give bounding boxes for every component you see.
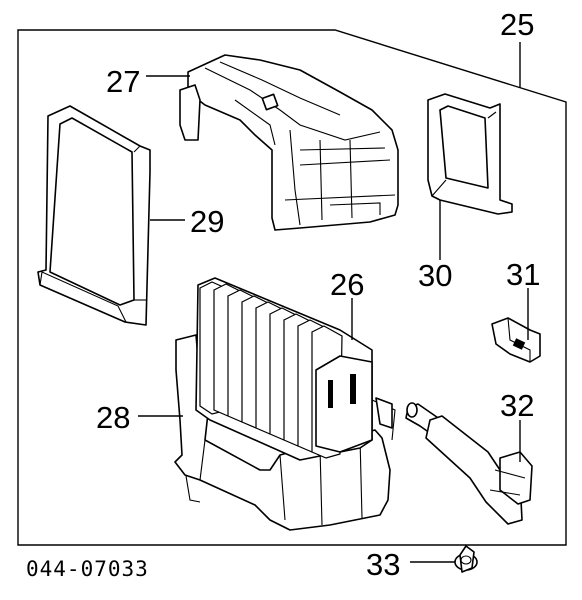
part-28-lower-case	[174, 334, 396, 531]
assembly-boundary	[17, 29, 567, 546]
part-33-clip	[454, 545, 478, 573]
leader-lines	[138, 42, 529, 563]
part-26-evaporator	[195, 277, 373, 461]
callout-32: 32	[500, 388, 534, 423]
part-29-gasket	[37, 105, 151, 326]
callout-25: 25	[500, 7, 534, 42]
callout-30: 30	[418, 258, 452, 293]
callout-29: 29	[190, 204, 224, 239]
callout-28: 28	[96, 400, 130, 435]
drawing-code: 044-07033	[26, 557, 149, 581]
callout-26: 26	[330, 267, 364, 302]
part-27-upper-case	[179, 54, 399, 231]
callout-33: 33	[366, 547, 400, 582]
part-32-expansion-valve	[405, 402, 533, 525]
part-30-gasket	[427, 93, 513, 215]
callout-27: 27	[106, 64, 140, 99]
part-31-sensor	[491, 317, 541, 363]
callout-31: 31	[506, 257, 540, 292]
